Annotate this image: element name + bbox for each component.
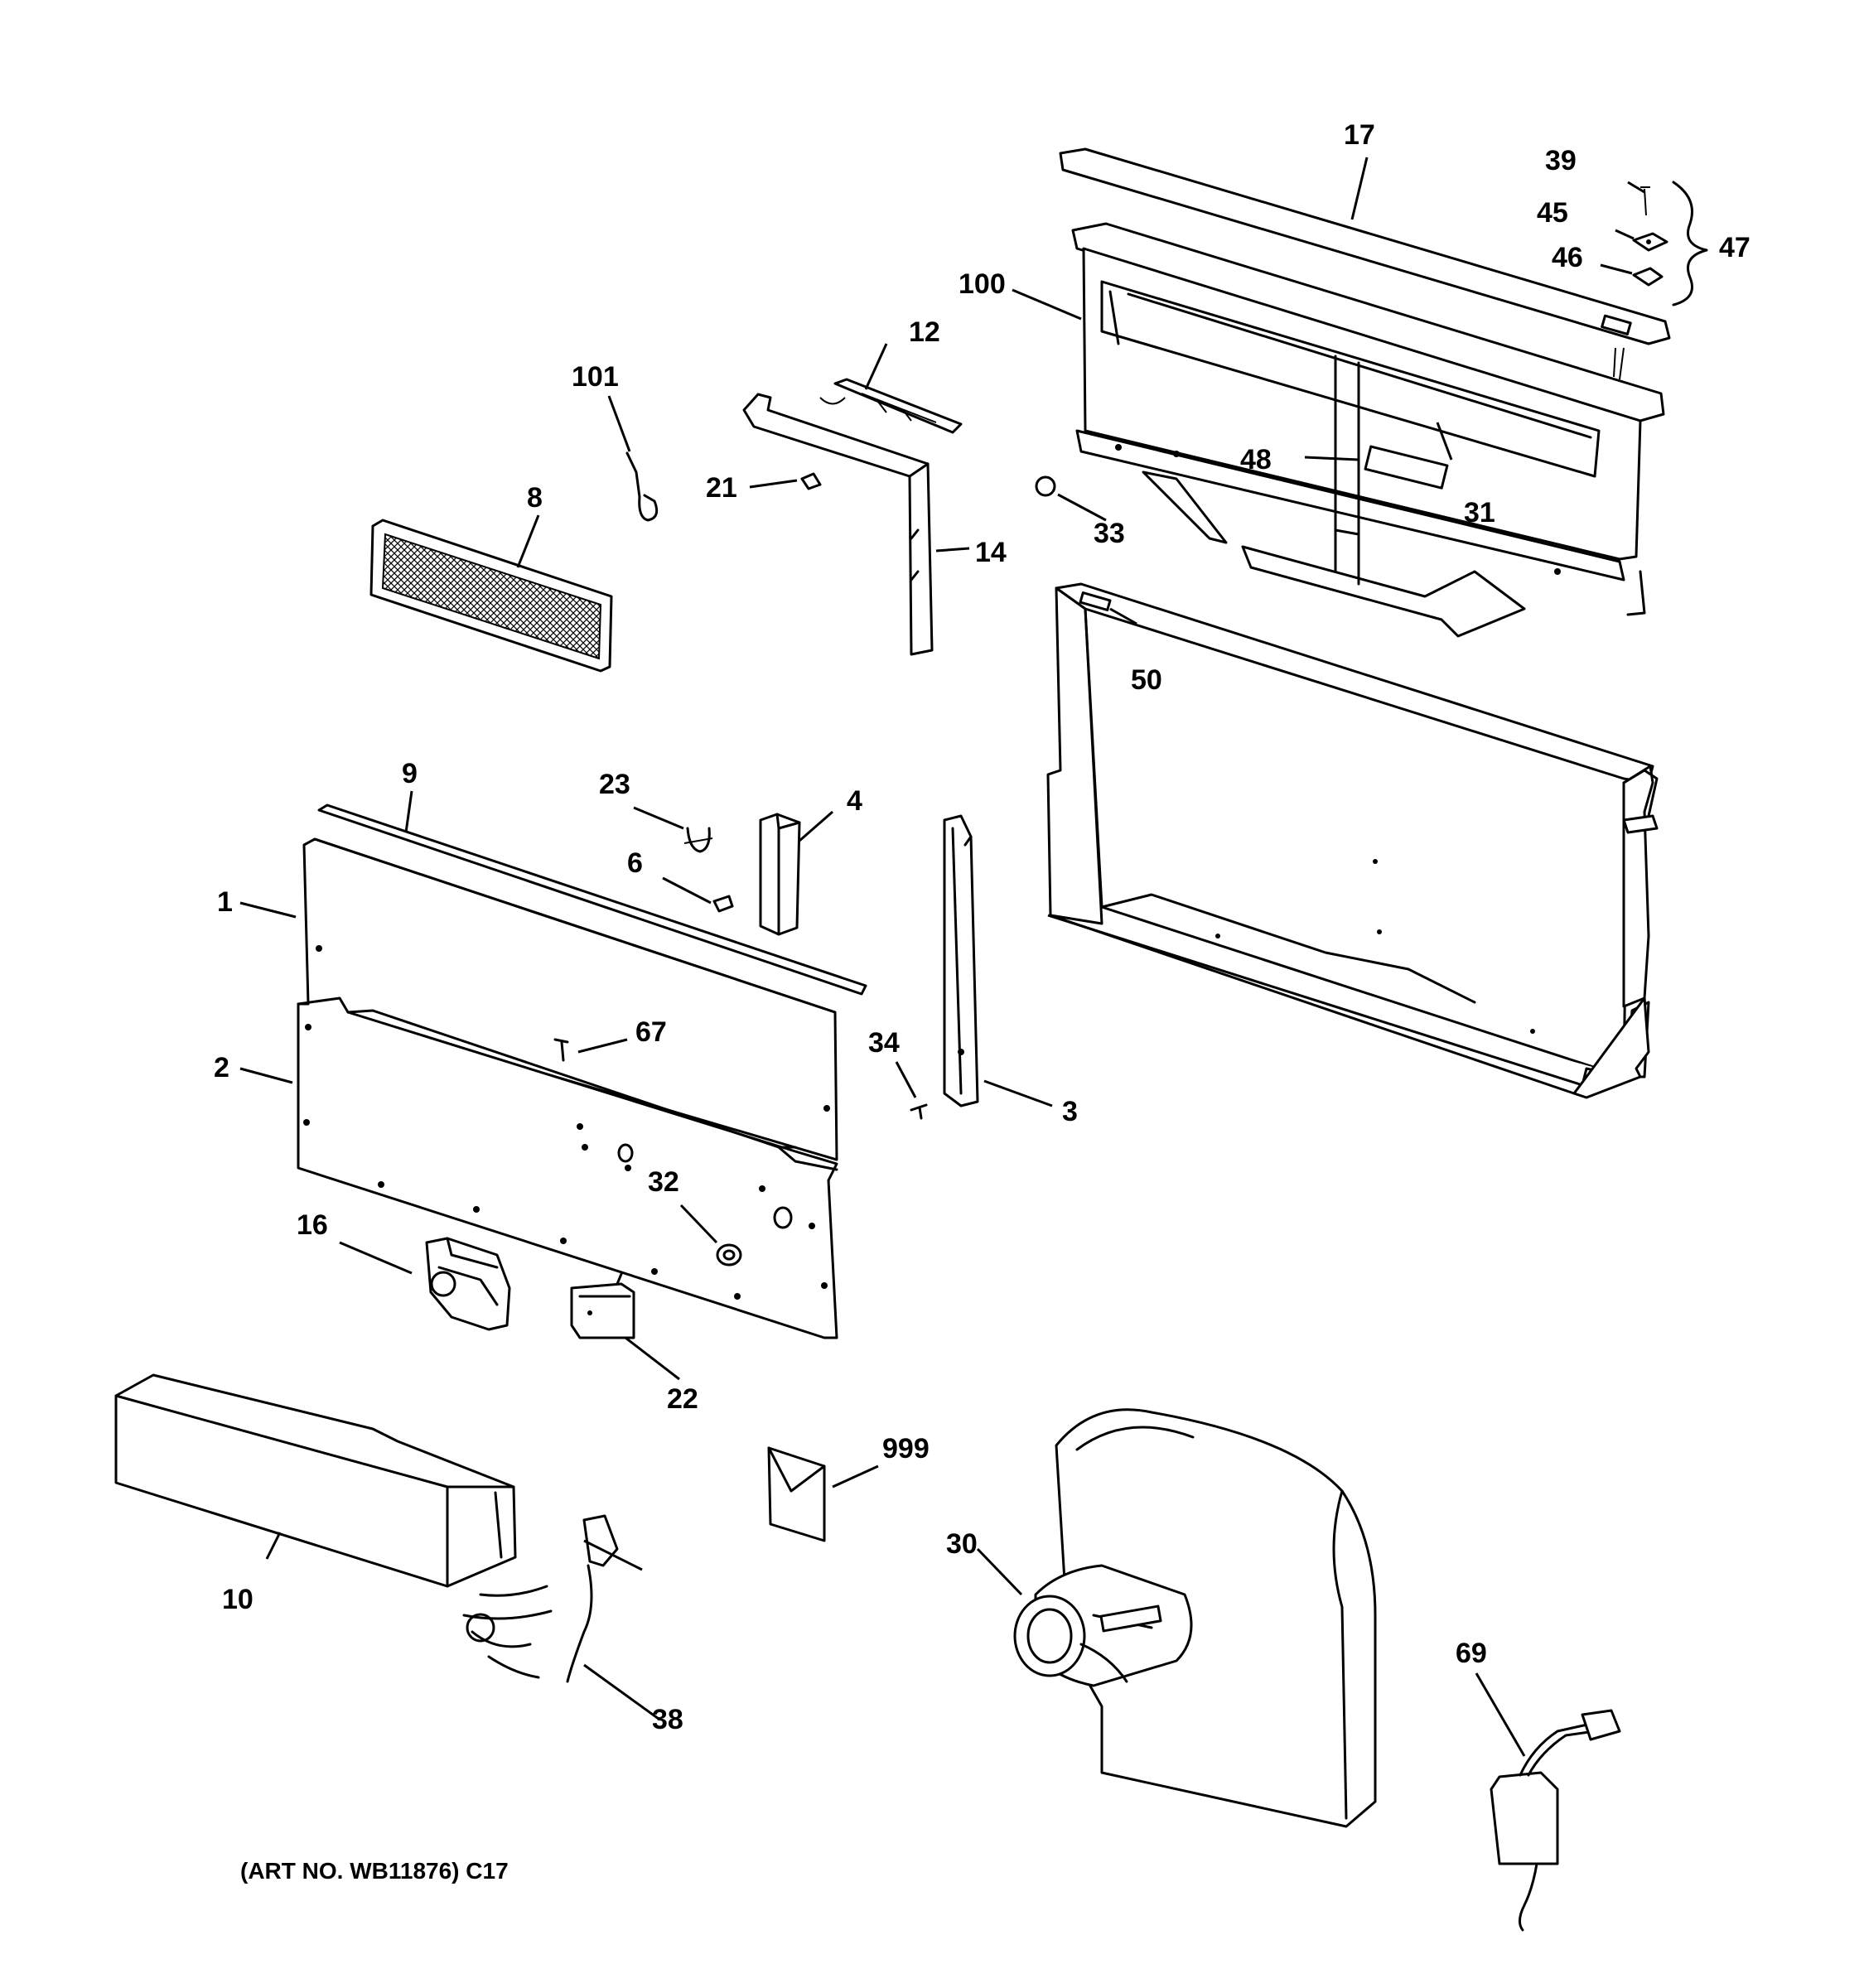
label-46: 46 <box>1552 242 1583 273</box>
part-30-blower <box>1013 1408 1377 1828</box>
label-6: 6 <box>627 847 643 879</box>
label-30: 30 <box>946 1528 978 1560</box>
label-17: 17 <box>1344 119 1375 151</box>
label-47: 47 <box>1719 232 1751 263</box>
part-69-capacitor <box>1490 1709 1621 1932</box>
label-101: 101 <box>572 361 619 393</box>
label-50: 50 <box>1131 664 1162 696</box>
part-3-rail <box>943 814 979 1107</box>
parts-39-45-46-hardware <box>1632 181 1708 306</box>
label-12: 12 <box>909 316 940 348</box>
part-21-clip <box>800 472 822 490</box>
part-1-upper-panel <box>302 837 838 1161</box>
label-9: 9 <box>402 758 418 789</box>
part-34-screw <box>910 1103 928 1120</box>
part-4-bracket <box>759 813 801 936</box>
label-2: 2 <box>214 1052 229 1083</box>
part-100-upper-housing <box>1071 222 1665 638</box>
label-16: 16 <box>297 1209 328 1241</box>
label-10: 10 <box>222 1584 254 1615</box>
label-69: 69 <box>1456 1638 1487 1669</box>
part-33-plug <box>1035 475 1056 497</box>
label-39: 39 <box>1545 145 1577 176</box>
label-999: 999 <box>882 1433 930 1464</box>
label-14: 14 <box>975 537 1007 568</box>
part-16-switch <box>425 1237 511 1331</box>
part-22-relay <box>570 1272 635 1339</box>
label-23: 23 <box>599 769 630 800</box>
label-48: 48 <box>1240 444 1272 475</box>
label-32: 32 <box>648 1166 679 1198</box>
part-32-grommet <box>716 1243 742 1267</box>
part-14-bracket <box>742 393 934 656</box>
part-10-junction-box <box>114 1373 517 1588</box>
label-31: 31 <box>1464 497 1495 528</box>
label-3: 3 <box>1062 1096 1078 1127</box>
label-22: 22 <box>667 1383 698 1415</box>
art-number: (ART NO. WB11876) C17 <box>240 1858 509 1884</box>
label-38: 38 <box>652 1704 683 1735</box>
label-67: 67 <box>635 1016 667 1048</box>
label-34: 34 <box>868 1027 900 1059</box>
part-number-labels: 17 39 45 46 47 100 12 101 21 14 8 48 31 … <box>214 119 1751 1884</box>
part-50-rear-housing <box>1046 582 1659 1099</box>
part-67-screw <box>553 1038 569 1062</box>
label-8: 8 <box>527 482 543 514</box>
label-100: 100 <box>959 268 1006 300</box>
part-101-hook <box>625 451 659 522</box>
leader-lines <box>239 157 1645 1757</box>
part-9-gasket <box>317 803 867 996</box>
part-23-u-clip <box>683 827 713 853</box>
label-45: 45 <box>1537 197 1568 229</box>
part-6-screw <box>712 895 734 913</box>
part-2-lower-panel <box>297 996 838 1339</box>
label-1: 1 <box>217 886 233 918</box>
part-8-filter <box>369 519 613 673</box>
label-4: 4 <box>847 785 862 817</box>
part-12-switch-board <box>819 378 963 434</box>
part-17-top-cover <box>1059 147 1671 380</box>
label-33: 33 <box>1094 518 1125 549</box>
part-999-literature <box>767 1446 826 1542</box>
label-21: 21 <box>706 472 737 504</box>
